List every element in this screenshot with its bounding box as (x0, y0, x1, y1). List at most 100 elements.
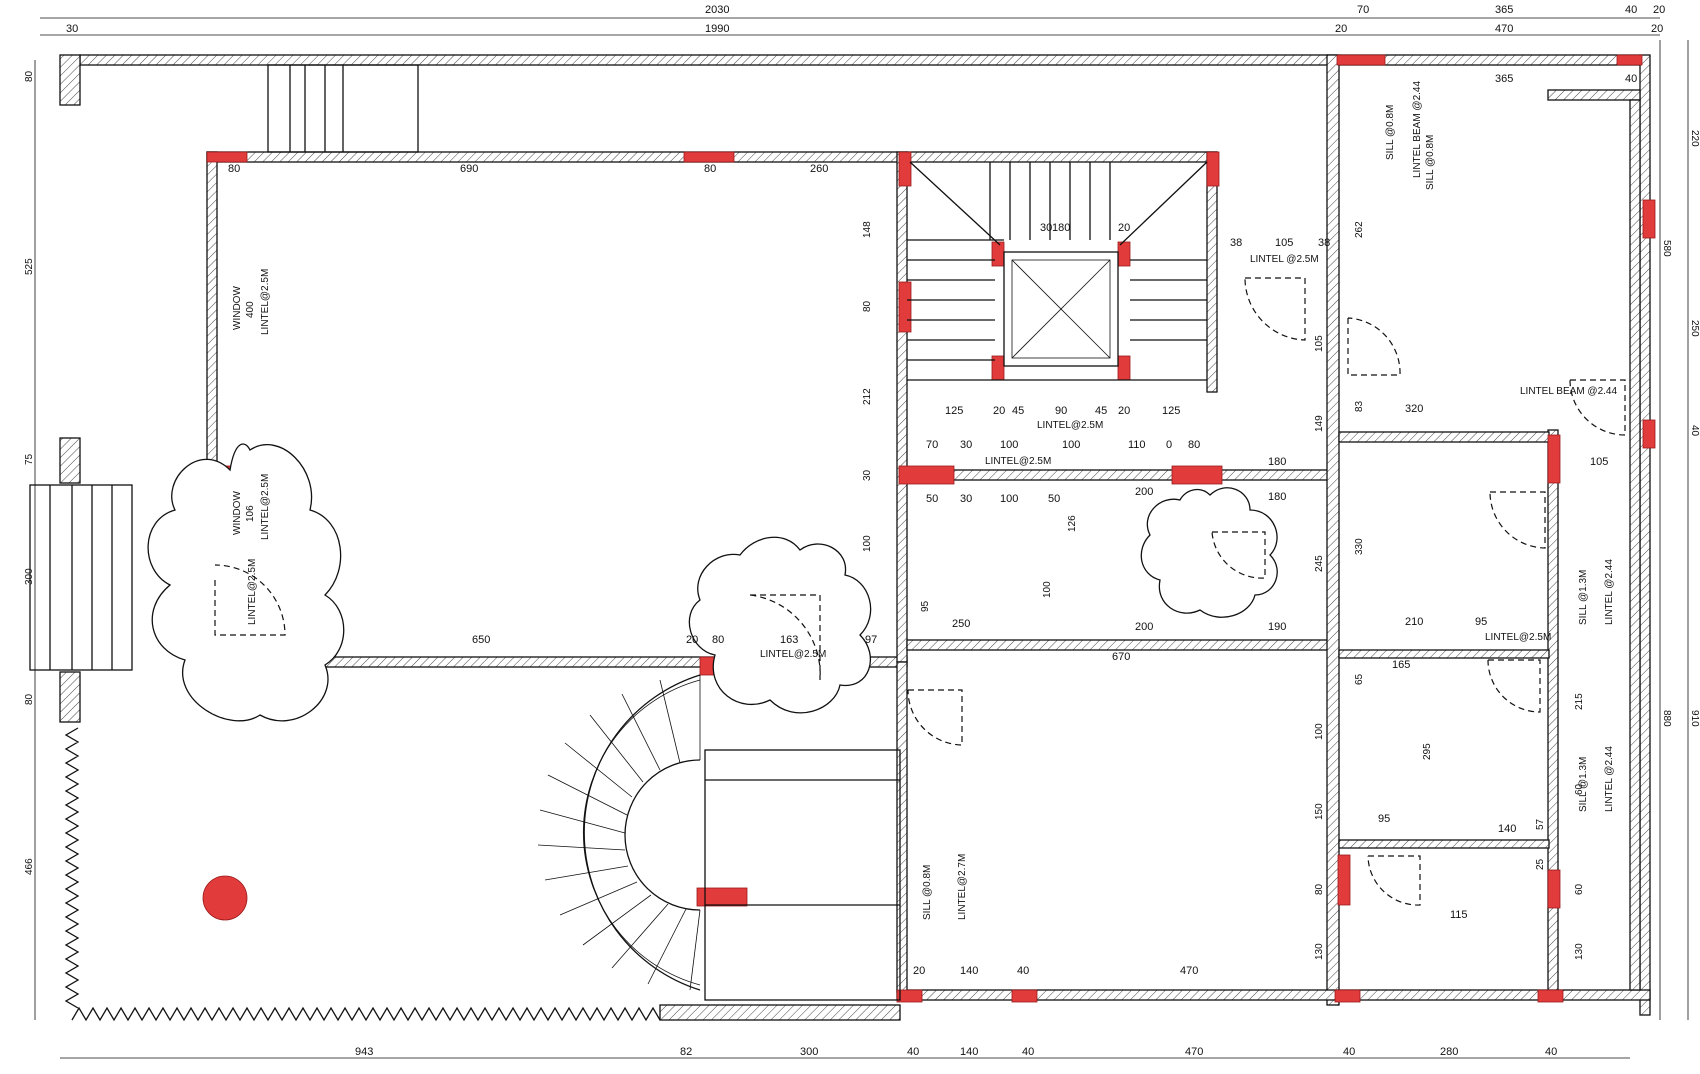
dim-text: 1990 (705, 23, 729, 35)
column (898, 465, 955, 485)
dim-text: 45 (1012, 405, 1024, 417)
dim-text: 20 (1118, 222, 1130, 234)
column (1206, 151, 1220, 187)
room-dimensions: 80 690 80 260 650 20 80 163 97 30 180 20… (228, 163, 1608, 977)
dim-text: 20 (1651, 23, 1663, 35)
column (991, 241, 1005, 267)
dim-text: 220 (1689, 130, 1700, 147)
dim-text: 320 (1405, 403, 1423, 415)
column (1642, 419, 1656, 449)
dim-text: 149 (1314, 415, 1325, 432)
dim-text: 210 (1405, 616, 1423, 628)
dim-text: 295 (1422, 743, 1433, 760)
columns (202, 54, 1656, 1003)
dim-text: 40 (1545, 1046, 1557, 1058)
lintel-label: LINTEL @2.44 (1604, 559, 1615, 625)
dim-text: 130 (1314, 943, 1325, 960)
dim-text: 280 (1440, 1046, 1458, 1058)
column (1117, 355, 1131, 381)
dim-text: 20 (993, 405, 1005, 417)
tree-icon (147, 443, 345, 722)
dim-text: 105 (1275, 237, 1293, 249)
dim-text: 95 (1378, 813, 1390, 825)
lintel-label: LINTEL@2.5M (760, 649, 826, 660)
door-swing (1347, 317, 1401, 376)
dim-text: 30 (66, 23, 78, 35)
dim-text: 65 (1354, 673, 1365, 685)
dim-text: 690 (460, 163, 478, 175)
sill-label: SILL @0.8M (922, 865, 933, 920)
dim-text: 215 (1574, 693, 1585, 710)
sill-label: SILL @0.8M (1385, 105, 1396, 160)
dim-text: 80 (24, 70, 35, 82)
dim-text: 100 (862, 535, 873, 552)
door-swing (214, 564, 286, 636)
tree-icon (1140, 487, 1278, 618)
dim-text: 105 (1590, 456, 1608, 468)
sill-label: SILL @1.3M (1578, 757, 1589, 812)
column (206, 151, 248, 163)
column (898, 151, 912, 187)
trees (147, 443, 1278, 722)
dim-text: 110 (1128, 439, 1146, 451)
column (898, 281, 912, 333)
dim-text: 260 (810, 163, 828, 175)
dim-text: 20 (1335, 23, 1347, 35)
door-swing (1489, 491, 1546, 549)
dim-text: 0 (1166, 439, 1172, 451)
walls (59, 54, 1651, 1021)
window-width: 400 (245, 301, 256, 318)
column (683, 151, 735, 163)
column (1547, 869, 1561, 909)
column (1337, 854, 1351, 906)
dim-text: 40 (1689, 425, 1700, 437)
dim-text: 50 (926, 493, 938, 505)
dim-text: 80 (1188, 439, 1200, 451)
lintel-label: LINTEL @2.44 (1604, 746, 1615, 812)
dim-text: 20 (1653, 4, 1665, 16)
dim-text: 30 (960, 439, 972, 451)
dim-text: 20 (913, 965, 925, 977)
dim-text: 80 (862, 300, 873, 312)
dim-text: 57 (1535, 818, 1546, 830)
dim-text: 20 (686, 634, 698, 646)
column (1537, 989, 1564, 1003)
dim-text: 30 (960, 493, 972, 505)
dim-text: 300 (800, 1046, 818, 1058)
lintel-label: LINTEL@2.5M (1037, 420, 1103, 431)
dim-text: 105 (1314, 335, 1325, 352)
dim-text: 80 (1314, 883, 1325, 895)
dim-text: 330 (1354, 538, 1365, 555)
door-swing (1211, 531, 1266, 579)
dim-text: 82 (680, 1046, 692, 1058)
annotations: WINDOW 400 LINTEL@2.5M WINDOW 106 LINTEL… (232, 81, 1617, 920)
dim-text: 140 (960, 965, 978, 977)
dimension-lines (34, 17, 1689, 1059)
dim-text: 83 (1354, 400, 1365, 412)
dim-text: 38 (1318, 237, 1330, 249)
dim-text: 45 (1095, 405, 1107, 417)
dim-text: 670 (1112, 651, 1130, 663)
window-width: 106 (245, 505, 256, 522)
lintel-label: LINTEL@2.7M (957, 854, 968, 920)
spiral-stair (537, 674, 901, 1001)
door-swing (1244, 277, 1306, 341)
dim-text: 100 (1042, 581, 1053, 598)
lintel-beam-label: LINTEL BEAM @2.44 (1412, 81, 1423, 178)
dim-text: 250 (1689, 320, 1700, 337)
dim-text: 466 (24, 858, 35, 875)
dim-text: 525 (24, 258, 35, 275)
dim-text: 250 (952, 618, 970, 630)
dim-text: 20 (1118, 405, 1130, 417)
dim-text: 90 (1055, 405, 1067, 417)
dim-text: 2030 (705, 4, 729, 16)
dim-text: 245 (1314, 555, 1325, 572)
dim-text: 200 (1135, 621, 1153, 633)
dim-text: 150 (1314, 803, 1325, 820)
dim-text: 365 (1495, 73, 1513, 85)
dim-text: 25 (1535, 858, 1546, 870)
dim-text: 262 (1354, 221, 1365, 238)
dim-text: 200 (1135, 486, 1153, 498)
door-swing (1569, 379, 1626, 436)
